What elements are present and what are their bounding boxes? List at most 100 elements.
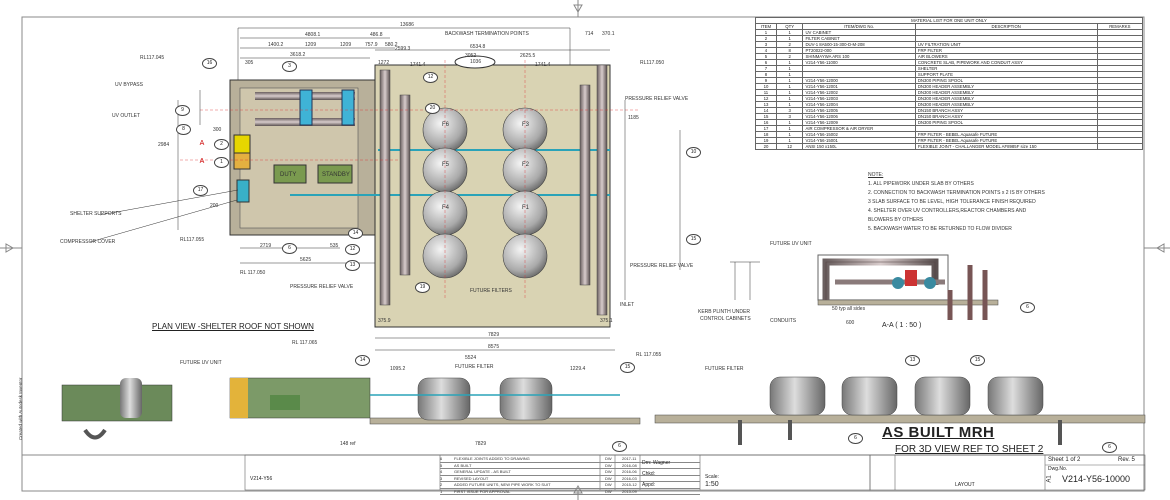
revision-id: 4 — [440, 469, 443, 474]
table-cell — [1096, 143, 1144, 150]
revision-date: 2016-08 — [622, 462, 637, 468]
dim-label: 3052 — [465, 53, 477, 59]
dim-label: 600 — [846, 320, 855, 326]
revision-description: FIRST ISSUE FOR APPROVAL — [454, 488, 511, 494]
uv-outlet-label: UV OUTLET — [112, 113, 141, 119]
kerb-plinth-label: KERB PLINTH UNDER — [698, 309, 750, 315]
revision-id: 5 — [440, 462, 443, 468]
item-bubble: 6 — [612, 441, 627, 452]
layout-label: LAYOUT — [955, 482, 975, 488]
future-filter-label: FUTURE FILTER — [705, 366, 744, 372]
item-bubble: 3 — [282, 61, 297, 72]
revision-by: DW — [605, 462, 612, 468]
sheet-reference-note: FOR 3D VIEW REF TO SHEET 2 — [895, 444, 1044, 455]
dim-label: 2625.5 — [520, 53, 536, 59]
item-bubble: 15 — [620, 362, 635, 373]
item-bubble: 6 — [282, 243, 297, 254]
revision-date: 2016-06 — [622, 469, 637, 474]
title-block-lines — [244, 454, 1146, 491]
dim-label: 305 — [245, 60, 254, 66]
item-bubble: 2 — [214, 139, 229, 150]
drawn-by: Drn: Wagner — [642, 460, 671, 466]
item-bubble: 19 — [415, 282, 430, 293]
duty-blower-label: DUTY — [280, 172, 297, 178]
sheet-number: Sheet 1 of 2 — [1048, 457, 1081, 463]
item-bubble: 8 — [176, 124, 191, 135]
dim-label: 535 — [330, 243, 339, 249]
plan-view-title: PLAN VIEW -SHELTER ROOF NOT SHOWN — [152, 322, 314, 331]
item-bubble: 14 — [355, 355, 370, 366]
dim-label: 5625 — [300, 257, 312, 263]
dim-label: 486.8 — [370, 32, 383, 38]
dim-label: 300 — [213, 127, 222, 133]
note-item: 3 SLAB SURFACE TO BE LEVEL, HIGH TOLERAN… — [868, 199, 1036, 205]
revision-by: DW — [605, 482, 612, 487]
note-item: 2. CONNECTION TO BACKWASH TERMINATION PO… — [868, 190, 1045, 196]
item-bubble: 15 — [686, 234, 701, 245]
dim-label: 375.9 — [378, 318, 391, 324]
revision-date: 2015-12 — [622, 482, 637, 487]
dim-label: 148 ref — [340, 441, 356, 447]
item-bubble: 1 — [214, 157, 229, 168]
rl-label: RL 117.065 — [292, 340, 318, 346]
dim-label: 2719 — [260, 243, 272, 249]
note-item: 5. BACKWASH WATER TO BE RETURNED TO FLOW… — [868, 226, 1012, 232]
dim-label: 7829 — [475, 441, 487, 447]
dwg-no-label: Dwg.No. — [1048, 466, 1068, 472]
rl-label: RL117.050 — [640, 60, 665, 66]
dim-label: 1095.2 — [390, 366, 406, 372]
drawing-number: V214-Y56-10000 — [1062, 474, 1131, 484]
elevation-graphic — [61, 376, 1146, 445]
item-bubble: 14 — [348, 228, 363, 239]
revision-description: REVISED LAYOUT — [454, 475, 489, 481]
conduits-label: CONDUITS — [770, 318, 797, 324]
dim-label: 1229.4 — [570, 366, 586, 372]
rl-label: RL117.055 — [180, 237, 205, 243]
item-bubble: 12 — [423, 72, 438, 83]
prv-label: PRESSURE RELIEF VALVE — [630, 263, 694, 269]
item-bubble: 13 — [905, 355, 920, 366]
note-item: 1. ALL PIPEWORK UNDER SLAB BY OTHERS — [868, 181, 974, 187]
rl-label: RL117.045 — [140, 55, 165, 61]
item-bubble: 20 — [425, 103, 440, 114]
item-bubble: 6 — [848, 433, 863, 444]
dim-label: 1400.2 — [268, 42, 284, 48]
title-ref: V214-Y56 — [250, 476, 273, 482]
item-bubble: 17 — [193, 185, 208, 196]
future-uv-unit-label: FUTURE UV UNIT — [180, 360, 222, 366]
dim-label: 1741.4 — [410, 62, 426, 68]
revision-by: DW — [605, 488, 612, 494]
dim-label: 6534.8 — [470, 44, 486, 50]
sheet-size: A1 — [1046, 475, 1053, 483]
item-bubble: 9 — [175, 105, 190, 116]
filter-label: F3 — [522, 122, 530, 128]
section-aa-title: A-A ( 1 : 50 ) — [882, 322, 922, 329]
item-bubble: A — [199, 140, 205, 147]
scale-label: Scale: — [705, 474, 719, 480]
revision-by: DW — [605, 475, 612, 481]
kerb-plinth-label-2: CONTROL CABINETS — [700, 316, 751, 322]
revision-date: 2016-03 — [622, 475, 637, 481]
prv-label: PRESSURE RELIEF VALVE — [625, 96, 689, 102]
revision-date: 2017-11 — [622, 456, 637, 461]
section-aa-graphic — [730, 254, 999, 320]
dim-label: 2599.3 — [395, 46, 411, 52]
rl-label: RL 117.055 — [636, 352, 662, 358]
revision-id: 2 — [440, 482, 443, 487]
checked-by: Chkd: — [642, 471, 656, 477]
backwash-termination-label: BACKWASH TERMINATION POINTS — [445, 31, 529, 37]
note-item: 4. SHELTER OVER UV CONTROLLERS,REACTOR C… — [868, 208, 1027, 214]
notes: NOTE: 1. ALL PIPEWORK UNDER SLAB BY OTHE… — [868, 172, 1045, 235]
revision-description: FLEXIBLE JOINTS ADDED TO DRAWING — [454, 456, 530, 461]
dim-label: 200 — [210, 203, 219, 209]
